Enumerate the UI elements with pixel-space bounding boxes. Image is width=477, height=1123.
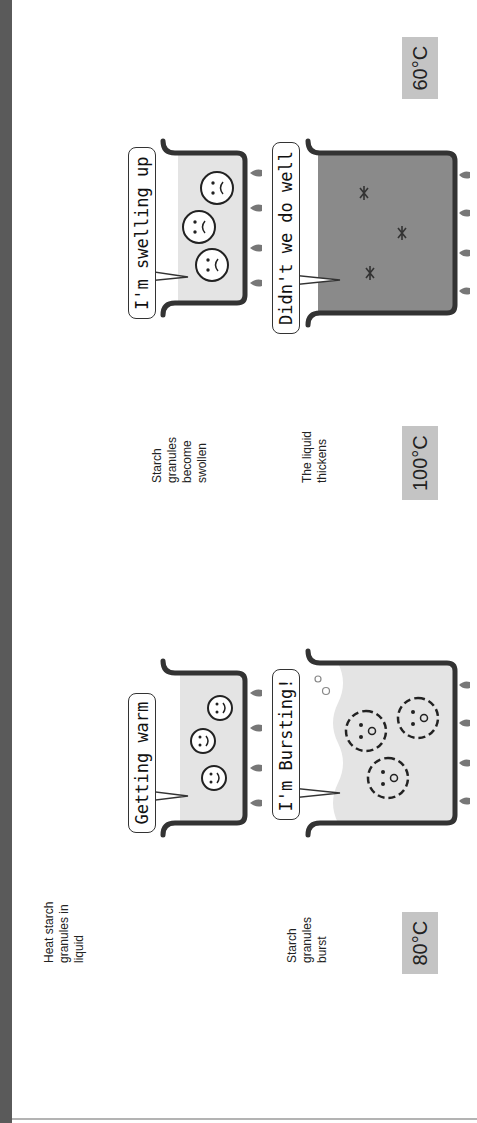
bubble-text: 60°C (408, 46, 432, 91)
step-label: Starch granules burst (285, 899, 330, 963)
bubble-text: Didn't we do well (276, 151, 296, 325)
speech-bubble: I'm swelling up (128, 147, 156, 319)
bubble-text: Getting warm (132, 702, 152, 825)
bubble-text: 80°C (408, 921, 432, 966)
pot (148, 141, 262, 315)
bubble-text: I'm Bursting! (276, 678, 296, 811)
temperature-box: 80°C (402, 912, 438, 975)
side-bar (0, 0, 12, 1123)
pot (148, 661, 262, 835)
border-line (12, 1118, 477, 1120)
speech-bubble: Didn't we do well (272, 142, 300, 334)
bubble-text: I'm swelling up (132, 156, 152, 310)
pot (292, 141, 470, 325)
temperature-box: 60°C (402, 37, 438, 100)
step-label: Starch granules become swollen (150, 419, 210, 483)
step-label: Heat starch granules in liquid (42, 899, 87, 963)
speech-bubble: I'm Bursting! (272, 669, 300, 820)
speech-bubble: Getting warm (128, 693, 156, 834)
temperature-box: 100°C (402, 426, 438, 500)
bubble-text: 100°C (408, 435, 432, 491)
pot (292, 651, 470, 835)
step-label: The liquid thickens (300, 419, 330, 483)
